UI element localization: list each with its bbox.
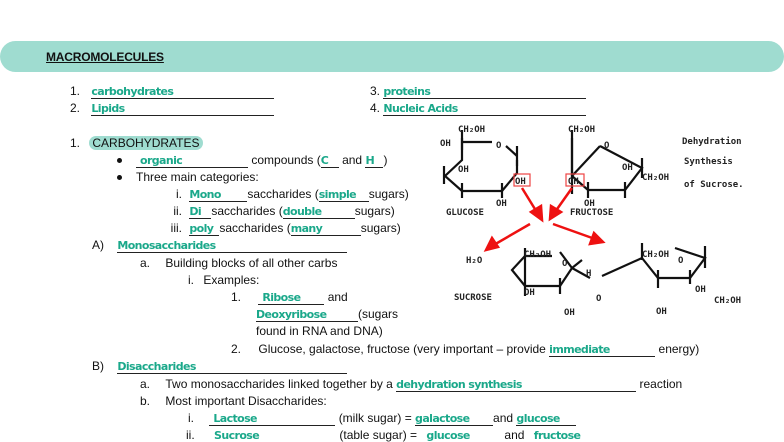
answer-blank: galactose	[415, 412, 494, 426]
bullet-icon	[117, 175, 122, 181]
section-b: B) Disaccharides	[92, 359, 348, 374]
glucose-label: GLUCOSE	[446, 208, 484, 218]
sucrose-label: SUCROSE	[454, 293, 492, 303]
caption-line: of Sucrose.	[684, 180, 744, 190]
water-label: H₂O	[466, 256, 483, 266]
answer-blank: C	[320, 154, 339, 168]
arrow	[553, 187, 574, 213]
ch2oh-label: CH₂OH	[642, 250, 669, 260]
answer-blank: fructose	[533, 429, 581, 442]
answer-blank: Lipids	[91, 102, 275, 116]
hydroxyl-highlight	[565, 173, 585, 187]
list-item: 4. Nucleic Acids	[370, 101, 587, 116]
list-item: 2. Lipids	[70, 101, 275, 116]
answer-blank: Deoxyribose	[256, 308, 358, 322]
caption-line: Dehydration	[682, 136, 742, 147]
answer-blank: simple	[318, 188, 369, 202]
glycosidic-oxygen-label: O	[596, 294, 602, 304]
hydroxyl-highlight	[513, 173, 531, 187]
arrow-head	[483, 235, 501, 252]
ch2oh-label: CH₂OH	[458, 125, 485, 135]
oh-label: OH	[496, 199, 507, 209]
answer-blank: organic	[136, 154, 248, 168]
fructose-label: FRUCTOSE	[570, 208, 613, 218]
oxygen-label: O	[562, 259, 568, 269]
answer-blank: Di	[189, 205, 212, 219]
oh-label: OH	[515, 177, 526, 187]
example-item: 2. Glucose, galactose, fructose (very im…	[231, 342, 700, 357]
oxygen-label: O	[604, 141, 610, 151]
oh-label: OH	[622, 163, 633, 173]
oh-label: OH	[695, 285, 706, 295]
list-item: 1. carbohydrates	[70, 84, 275, 99]
arrow-head	[528, 203, 544, 223]
answer-blank: glucose	[426, 429, 470, 442]
answer-blank: Ribose	[258, 291, 325, 305]
arrow-head	[588, 230, 606, 246]
oh-label: OH	[564, 308, 575, 318]
oh-label: OH	[458, 165, 469, 175]
arrow	[552, 222, 596, 241]
answer-blank: carbohydrates	[91, 85, 275, 99]
bullet-item: organic compounds (C and H)	[117, 153, 387, 168]
answer-blank: many	[290, 222, 361, 236]
answer-blank: Monosaccharides	[117, 239, 348, 253]
oh-label: OH	[584, 199, 595, 209]
oh-label: OH	[656, 307, 667, 317]
answer-blank: Sucrose	[214, 429, 260, 442]
answer-blank: H	[365, 154, 384, 168]
answer-blank: dehydration synthesis	[396, 378, 637, 392]
sucrose-synthesis-diagram: CH₂OH OH O OH OH OH CH₂OH O OH OH CH₂OH …	[440, 125, 744, 318]
arrow	[491, 222, 531, 248]
oh-label: OH	[440, 139, 451, 149]
caption-line: Synthesis	[684, 156, 733, 167]
page-title: MACROMOLECULES	[46, 50, 164, 64]
bullet-icon	[117, 158, 122, 164]
title-banner	[0, 41, 784, 72]
sucrose-glucose-ring	[510, 251, 574, 288]
answer-blank: immediate	[549, 343, 656, 357]
oh-label: OH	[524, 288, 535, 298]
example-item: 1. Ribose and	[231, 290, 348, 305]
sub-item: a. Two monosaccharides linked together b…	[140, 377, 683, 392]
carbohydrates-heading: CARBOHYDRATES	[89, 136, 203, 150]
answer-blank: glucose	[516, 412, 577, 426]
arrow-head	[548, 203, 564, 222]
bullet-item: Three main categories:	[117, 170, 259, 184]
sub-item: b. Most important Disaccharides:	[140, 394, 327, 408]
answer-blank: Nucleic Acids	[383, 102, 587, 116]
ch2oh-label: CH₂OH	[524, 250, 551, 260]
sub-item: i. Examples:	[188, 273, 260, 287]
answer-blank: Mono	[189, 188, 248, 202]
hydrogen-label: H	[586, 269, 591, 279]
section-heading: 1. CARBOHYDRATES	[70, 136, 203, 150]
answer-blank: poly	[189, 222, 220, 236]
answer-blank: Disaccharides	[117, 360, 348, 374]
ch2oh-label: CH₂OH	[568, 125, 595, 135]
oxygen-label: O	[496, 141, 502, 151]
answer-blank: double	[282, 205, 355, 219]
sub-item: a. Building blocks of all other carbs	[140, 256, 338, 270]
answer-blank: proteins	[383, 85, 587, 99]
example-item: found in RNA and DNA)	[256, 324, 383, 338]
ch2oh-label: CH₂OH	[642, 173, 669, 183]
answer-blank: Lactose	[209, 412, 336, 426]
oxygen-label: O	[678, 256, 684, 266]
example-item: Deoxyribose(sugars	[256, 307, 399, 322]
oh-label: OH	[568, 177, 579, 187]
list-item: 3. proteins	[370, 84, 587, 99]
ch2oh-label: CH₂OH	[714, 296, 741, 306]
section-a: A) Monosaccharides	[92, 238, 348, 253]
